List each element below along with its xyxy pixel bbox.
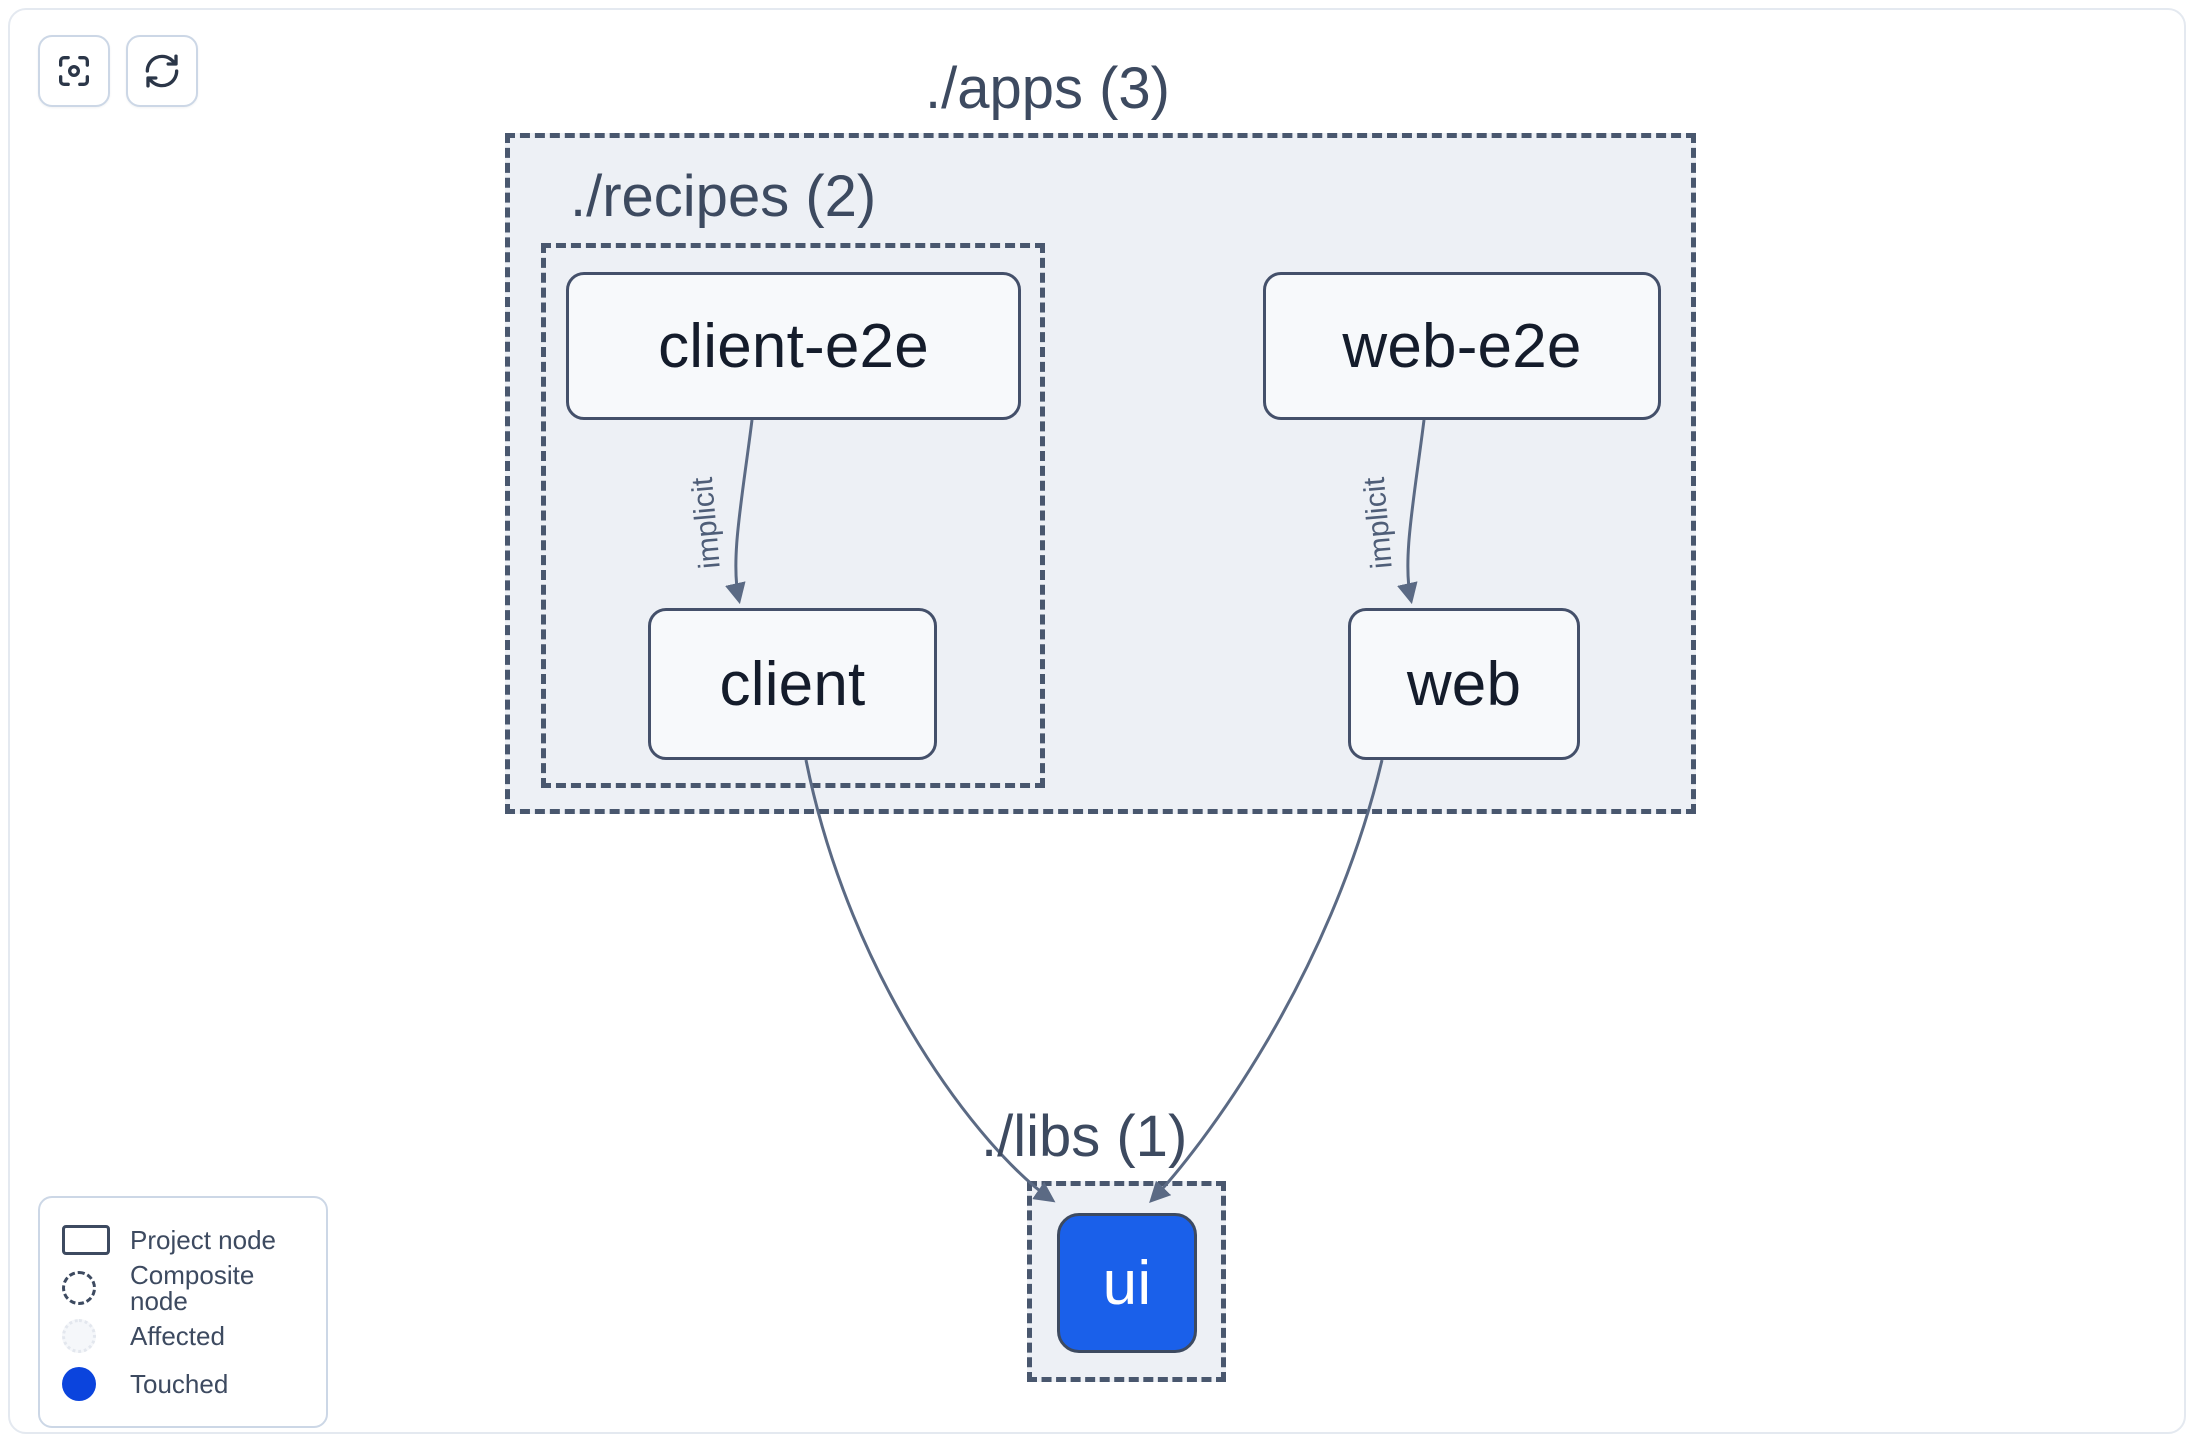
project-node-label: client-e2e (658, 311, 929, 381)
edge-web-e2e-to-web[interactable] (1397, 419, 1426, 605)
refresh-graph-button[interactable] (126, 35, 198, 107)
group-label-recipes: ./recipes (2) (570, 164, 877, 229)
edge-client-e2e-to-client[interactable] (725, 419, 754, 605)
edge-client-to-ui[interactable] (804, 759, 1056, 1203)
affected-swatch (62, 1319, 114, 1353)
project-node-web[interactable]: web (1348, 608, 1580, 760)
legend-item-project-node: Project node (62, 1216, 306, 1264)
project-node-swatch (62, 1223, 114, 1257)
focus-graph-button[interactable] (38, 35, 110, 107)
project-node-label: web (1406, 649, 1522, 719)
project-node-label: ui (1102, 1248, 1152, 1318)
legend-item-touched: Touched (62, 1360, 306, 1408)
legend-item-label: Touched (130, 1369, 229, 1399)
legend-item-label: Affected (130, 1321, 225, 1351)
legend-item-affected: Affected (62, 1312, 306, 1360)
graph-legend: Project node Composite node Affected Tou… (38, 1196, 328, 1428)
group-label-apps: ./apps (3) (925, 56, 1170, 121)
project-node-client-e2e[interactable]: client-e2e (566, 272, 1021, 420)
project-node-client[interactable]: client (648, 608, 937, 760)
project-node-label: web-e2e (1342, 311, 1582, 381)
edge-label-client-e2e-to-client: implicit (685, 475, 727, 571)
legend-item-label: Project node (130, 1225, 276, 1255)
composite-node-swatch (62, 1271, 114, 1305)
legend-item-label: Composite node (130, 1260, 255, 1316)
project-node-ui[interactable]: ui (1057, 1213, 1197, 1353)
project-node-web-e2e[interactable]: web-e2e (1263, 272, 1661, 420)
legend-item-composite-node: Composite node (62, 1260, 306, 1316)
touched-swatch (62, 1367, 114, 1401)
group-label-libs: ./libs (1) (981, 1104, 1188, 1169)
edge-label-web-e2e-to-web: implicit (1357, 475, 1399, 571)
edge-web-to-ui[interactable] (1149, 759, 1384, 1204)
focus-target-icon (54, 51, 94, 91)
refresh-icon (142, 51, 182, 91)
project-node-label: client (719, 649, 866, 719)
graph-toolbar (38, 35, 198, 107)
